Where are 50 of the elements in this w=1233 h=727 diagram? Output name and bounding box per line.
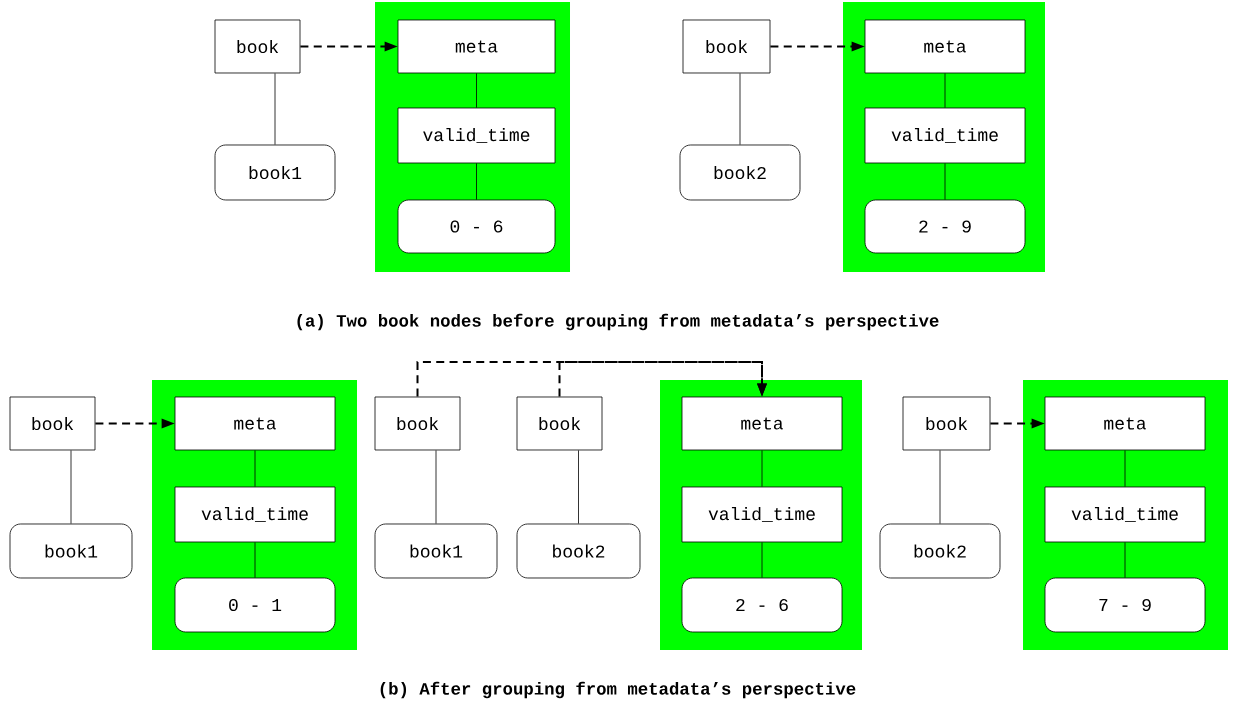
caption: (b) After grouping from metadata’s perspective [380, 681, 856, 699]
value-box: book2 [516, 523, 641, 579]
value-box: book1 [374, 523, 498, 579]
node-box: valid_time [397, 107, 556, 164]
node-box: valid_time [864, 107, 1026, 164]
node-box: meta [1044, 396, 1206, 451]
connector-line [739, 73, 741, 145]
node-box: valid_time [681, 486, 843, 543]
connector-line [944, 163, 946, 200]
node-box: book [682, 19, 771, 74]
connector-line [274, 73, 276, 145]
value-box: 7 - 9 [1044, 577, 1206, 633]
value-box: book1 [9, 523, 133, 579]
connector-line [939, 450, 941, 524]
connector-line [1124, 542, 1126, 578]
value-box: 0 - 6 [397, 199, 556, 254]
connector-line [1124, 450, 1126, 487]
value-box: book1 [214, 144, 336, 201]
connector-line [254, 542, 256, 578]
connector-line [761, 450, 763, 487]
connector-line [578, 450, 579, 524]
caption: (a) Two book nodes before grouping from metadata’s perspective [297, 313, 939, 331]
connector-line [476, 163, 477, 200]
arrow [989, 418, 1045, 429]
node-box: book [9, 396, 96, 451]
connector-line [70, 450, 72, 524]
value-box: 2 - 6 [681, 577, 843, 633]
value-box: book2 [679, 144, 801, 201]
node-box: book [374, 396, 461, 451]
node-box: meta [681, 396, 843, 451]
node-box: valid_time [1044, 486, 1206, 543]
node-box: meta [397, 19, 556, 74]
connector-line [761, 542, 763, 578]
node-box: meta [864, 19, 1026, 74]
value-box: 2 - 9 [864, 199, 1026, 254]
node-box: book [902, 396, 991, 451]
node-box: meta [174, 396, 336, 451]
arrow [94, 418, 175, 429]
value-box: 0 - 1 [174, 577, 336, 633]
arrow [769, 41, 865, 52]
connector-line [476, 73, 477, 108]
connector-line [435, 450, 437, 524]
value-box: book2 [879, 523, 1001, 579]
node-box: book [516, 396, 603, 451]
connector-line [944, 73, 946, 108]
node-box: book [214, 19, 301, 74]
connector-line [254, 450, 256, 487]
node-box: valid_time [174, 486, 336, 543]
arrow [558, 361, 767, 398]
arrow [299, 41, 398, 52]
